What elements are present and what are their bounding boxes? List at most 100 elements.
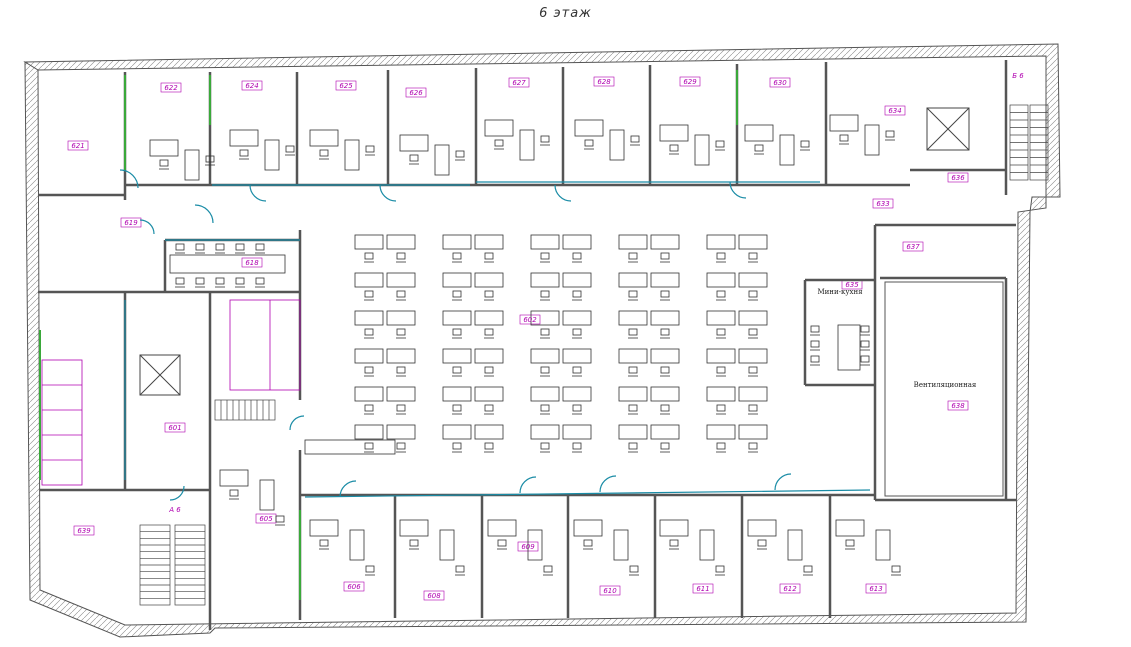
desk-icon: [184, 149, 200, 181]
room-number-634[interactable]: 634: [888, 107, 901, 115]
chair-icon: [319, 149, 329, 160]
chair-icon: [572, 366, 582, 377]
desk-icon: [650, 310, 680, 326]
chair-icon: [748, 404, 758, 415]
chair-icon: [484, 442, 494, 453]
chair-icon: [628, 442, 638, 453]
room-number-629[interactable]: 629: [683, 78, 697, 86]
chair-icon: [715, 140, 725, 151]
desk-icon: [527, 529, 543, 561]
room-number-618[interactable]: 618: [245, 259, 259, 267]
room-tag-box: [769, 77, 791, 88]
chair-icon: [540, 135, 550, 146]
chair-icon: [452, 442, 462, 453]
room-tags: [67, 76, 969, 601]
chair-icon: [235, 243, 245, 254]
room-number-637[interactable]: 637: [906, 243, 920, 251]
room-tag-box: [884, 105, 906, 116]
desk-icon: [618, 310, 648, 326]
chair-icon: [365, 145, 375, 156]
chair-icon: [669, 144, 679, 155]
room-number-606[interactable]: 606: [347, 583, 361, 591]
room-number-613[interactable]: 613: [869, 585, 882, 593]
wc-icon: [41, 299, 301, 486]
room-number-624[interactable]: 624: [245, 82, 258, 90]
chair-icon: [660, 366, 670, 377]
room-number-619[interactable]: 619: [124, 219, 138, 227]
chair-icon: [455, 565, 465, 576]
room-tag-box: [508, 77, 530, 88]
chair-icon: [540, 366, 550, 377]
room-number-608[interactable]: 608: [427, 592, 441, 600]
room-number-639[interactable]: 639: [77, 527, 91, 535]
room-number-627[interactable]: 627: [512, 79, 526, 87]
chair-icon: [285, 145, 295, 156]
room-number-626[interactable]: 626: [409, 89, 423, 97]
desk-icon: [562, 310, 592, 326]
chair-icon: [175, 277, 185, 288]
chair-icon: [543, 565, 553, 576]
room-tag-box: [343, 581, 365, 592]
room-number-630[interactable]: 630: [773, 79, 787, 87]
desk-icon: [694, 134, 710, 166]
desk-icon: [650, 234, 680, 250]
room-number-610[interactable]: 610: [603, 587, 617, 595]
chair-icon: [540, 252, 550, 263]
room-tag-box: [164, 422, 186, 433]
chair-icon: [195, 277, 205, 288]
room-number-633[interactable]: 633: [876, 200, 889, 208]
chair-icon: [891, 565, 901, 576]
desk-icon: [747, 519, 777, 537]
room-number-611[interactable]: 611: [696, 585, 709, 593]
desk-icon: [442, 234, 472, 250]
room-number-601[interactable]: 601: [168, 424, 181, 432]
desk-icon: [219, 469, 249, 487]
room-tag-box: [241, 80, 263, 91]
room-number-635[interactable]: 635: [845, 281, 859, 289]
room-tag-box: [692, 583, 714, 594]
chair-icon: [803, 565, 813, 576]
chair-icon: [716, 442, 726, 453]
chair-icon: [572, 404, 582, 415]
desk-icon: [837, 324, 861, 371]
desk-icon: [354, 424, 384, 440]
chair-icon: [748, 252, 758, 263]
room-number-602[interactable]: 602: [523, 316, 537, 324]
desk-icon: [835, 519, 865, 537]
desk-icon: [439, 529, 455, 561]
desk-icon: [519, 129, 535, 161]
furniture: [149, 114, 901, 576]
chair-icon: [584, 139, 594, 150]
room-number-628[interactable]: 628: [597, 78, 611, 86]
chair-icon: [484, 366, 494, 377]
desk-icon: [650, 348, 680, 364]
chair-icon: [810, 340, 820, 351]
chair-icon: [716, 328, 726, 339]
desk-icon: [386, 272, 416, 288]
room-number-605[interactable]: 605: [259, 515, 273, 523]
chair-icon: [195, 243, 205, 254]
room-number-636[interactable]: 636: [951, 174, 965, 182]
desk-icon: [659, 519, 689, 537]
chair-icon: [396, 366, 406, 377]
chair-icon: [497, 539, 507, 550]
chair-icon: [660, 442, 670, 453]
room-number-609[interactable]: 609: [521, 543, 535, 551]
desk-icon: [618, 424, 648, 440]
desk-icon: [354, 386, 384, 402]
room-number-625[interactable]: 625: [339, 82, 353, 90]
room-number-638[interactable]: 638: [951, 402, 965, 410]
room-tag-box: [519, 314, 541, 325]
chair-icon: [572, 442, 582, 453]
desk-icon: [386, 234, 416, 250]
chair-icon: [748, 328, 758, 339]
desk-icon: [706, 310, 736, 326]
desk-icon: [562, 272, 592, 288]
chair-icon: [583, 539, 593, 550]
room-number-622[interactable]: 622: [164, 84, 178, 92]
chair-icon: [716, 290, 726, 301]
chair-icon: [810, 355, 820, 366]
room-number-612[interactable]: 612: [783, 585, 797, 593]
room-number-621[interactable]: 621: [71, 142, 84, 150]
chair-icon: [800, 140, 810, 151]
